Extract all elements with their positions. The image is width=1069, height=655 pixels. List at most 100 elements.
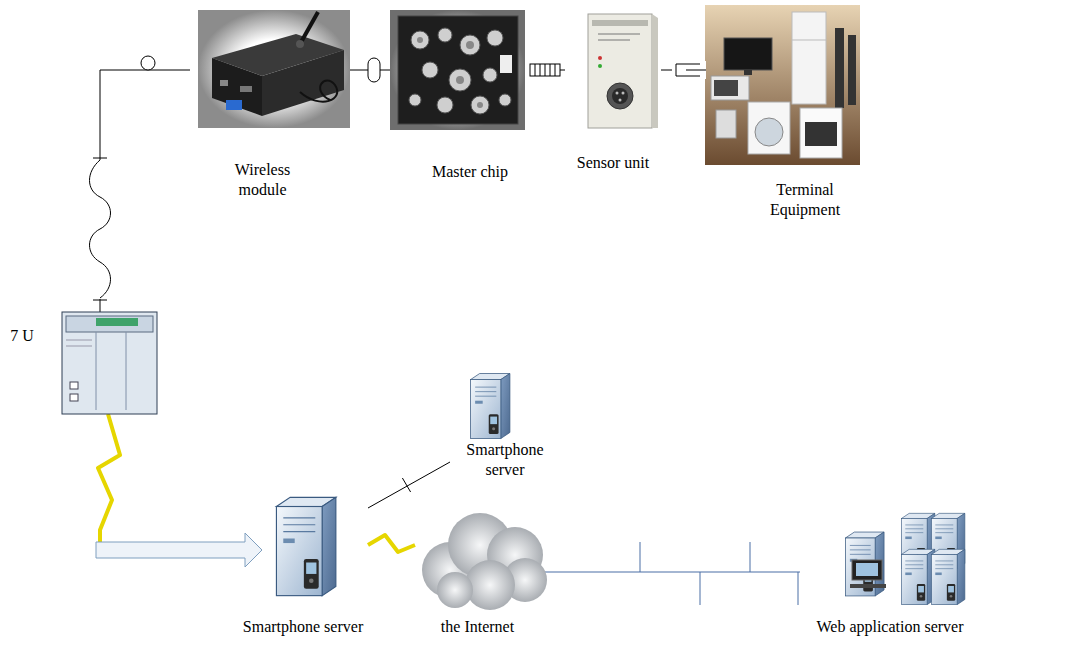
- wire-symbols: [90, 160, 111, 298]
- sensor-unit-photo: [607, 83, 633, 109]
- server-icon: [471, 374, 510, 439]
- image-area: [62, 312, 157, 414]
- wireless-module-photo: [300, 80, 337, 101]
- rack-device: [66, 340, 92, 346]
- sensor-unit-photo: [592, 20, 648, 26]
- image-area: [800, 510, 980, 617]
- rack-device: [70, 394, 78, 401]
- wire-symbols: [93, 158, 107, 300]
- image-area: [400, 10, 540, 162]
- appliances-photo: [792, 12, 826, 104]
- master-chip-photo: [483, 68, 497, 82]
- web-server-cluster: [931, 549, 964, 604]
- master-chip-photo: [460, 35, 480, 55]
- master-chip-photo: [411, 31, 429, 49]
- master-chip-photo: [471, 96, 489, 114]
- master-chip-photo: [390, 10, 525, 130]
- node-label: the Internet: [441, 617, 515, 637]
- image-area: [190, 10, 335, 160]
- web-server-cluster: [850, 584, 886, 588]
- rack-device: [66, 316, 153, 332]
- sensor-unit-node: Sensor unit: [565, 10, 661, 173]
- appliances-photo: [805, 122, 837, 146]
- sensor-unit-photo: [598, 56, 602, 60]
- master-chip-photo: [499, 94, 511, 106]
- image-area: [238, 495, 368, 617]
- wire-symbols: [90, 56, 799, 605]
- appliances-photo: [711, 76, 749, 100]
- server-icon: [276, 497, 335, 595]
- sensor-unit-photo: [588, 14, 658, 128]
- appliances-photo: [748, 102, 790, 154]
- wire-symbols: [535, 64, 555, 76]
- rack-device-node: 7 U: [8, 312, 157, 414]
- sensor-unit-photo: [588, 14, 652, 128]
- sensor-unit-photo: [598, 64, 602, 68]
- appliances-photo: [800, 108, 842, 158]
- master-chip-photo: [449, 69, 471, 91]
- rack-device: [62, 312, 157, 414]
- node-label: Smartphone server: [243, 617, 364, 637]
- wire-symbols: [676, 64, 706, 76]
- wireless-module-photo: [198, 10, 350, 128]
- wireless-module-node: Wireless module: [190, 10, 335, 200]
- sensor-unit-photo: [616, 92, 619, 95]
- node-label: Terminal Equipment: [755, 180, 855, 220]
- image-area: [415, 505, 540, 617]
- connector-line: [98, 414, 238, 550]
- sensor-unit-photo: [598, 34, 640, 40]
- cloud-node: the Internet: [415, 505, 540, 637]
- node-label: Web application server: [816, 617, 964, 637]
- master-chip-photo: [409, 94, 421, 106]
- sensor-unit-photo: [612, 88, 628, 104]
- appliances-photo: [716, 110, 736, 138]
- connector-line: [540, 571, 800, 572]
- master-chip-photo: [409, 28, 511, 114]
- image-area: [725, 5, 885, 180]
- wire-symbols: [672, 61, 706, 79]
- master-chip-node: Master chip: [400, 10, 540, 182]
- appliances-photo: [744, 70, 752, 75]
- sensor-unit-photo: [619, 99, 622, 102]
- master-chip-photo: [417, 37, 483, 108]
- rack-device: [62, 312, 157, 414]
- master-chip-photo: [500, 55, 512, 73]
- master-chip-photo: [398, 16, 518, 124]
- rack-device: [96, 318, 138, 326]
- master-chip-photo: [422, 62, 438, 78]
- appliances-photo: [835, 28, 844, 108]
- node-label: 7 U: [10, 326, 34, 346]
- wire-symbols: [530, 64, 560, 76]
- sensor-unit-photo: [622, 92, 625, 95]
- connector-line: [368, 462, 450, 508]
- master-chip-photo: [466, 41, 474, 49]
- wireless-module-photo: [226, 100, 242, 110]
- appliances-photo: [705, 5, 860, 165]
- server-node: Smartphone server: [450, 372, 560, 480]
- image-area: [565, 10, 661, 153]
- wire-symbols: [96, 533, 262, 567]
- appliances-photo: [792, 40, 826, 41]
- web-server-cluster: [901, 549, 934, 604]
- appliances-photo: [848, 35, 856, 105]
- master-chip-photo: [477, 102, 483, 108]
- wire-symbols: [402, 478, 410, 492]
- rack-device: [96, 332, 126, 410]
- master-chip-photo: [417, 37, 423, 43]
- rack-device: [70, 382, 78, 389]
- master-chip-photo: [438, 28, 452, 42]
- connector-line: [100, 70, 190, 312]
- wire-symbols: [368, 58, 380, 82]
- sensor-unit-photo: [652, 14, 658, 128]
- wireless-module-photo: [240, 86, 252, 92]
- wireless-module-photo: [300, 12, 318, 44]
- terminal-equipment-node: Terminal Equipment: [725, 5, 885, 220]
- node-label: Master chip: [432, 162, 508, 182]
- node-label: Sensor unit: [577, 153, 650, 173]
- wireless-module-photo: [212, 58, 262, 116]
- image-area: [450, 372, 560, 440]
- wireless-module-photo: [262, 50, 344, 116]
- web-server-cluster: [845, 513, 964, 604]
